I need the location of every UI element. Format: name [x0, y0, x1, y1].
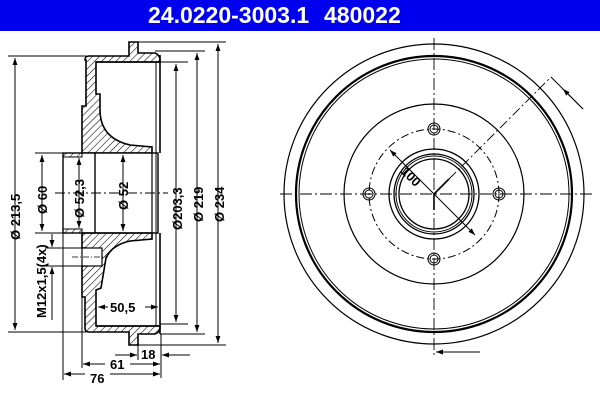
dim-thread: M12x1,5(4x) [34, 244, 49, 318]
dim-219: Ø 219 [191, 187, 206, 222]
dim-52: Ø 52 [116, 182, 131, 210]
bolt-circle-dim: 100 [398, 164, 424, 190]
section-dim-labels: Ø 213,5 Ø 60 Ø 52,3 Ø 52 Ø203,3 Ø 219 Ø … [8, 179, 227, 386]
reference-number: 480022 [324, 2, 401, 28]
dim-52-3: Ø 52,3 [72, 179, 87, 218]
section-upper-shell [81, 41, 161, 154]
dim-61: 61 [110, 357, 124, 372]
part-number: 24.0220-3003.1 [148, 2, 310, 28]
dim-60: Ø 60 [35, 186, 50, 214]
dim-213-5: Ø 213,5 [8, 194, 23, 240]
dim-203-3: Ø203,3 [170, 187, 185, 230]
dim-234: Ø 234 [212, 186, 227, 222]
dim-76: 76 [90, 371, 104, 386]
section-dimensions [8, 41, 226, 380]
dim-50-5: 50,5 [110, 300, 135, 315]
front-view [280, 38, 592, 355]
dim-18: 18 [141, 347, 155, 362]
title-bar: 24.0220-3003.1 480022 [0, 0, 600, 31]
